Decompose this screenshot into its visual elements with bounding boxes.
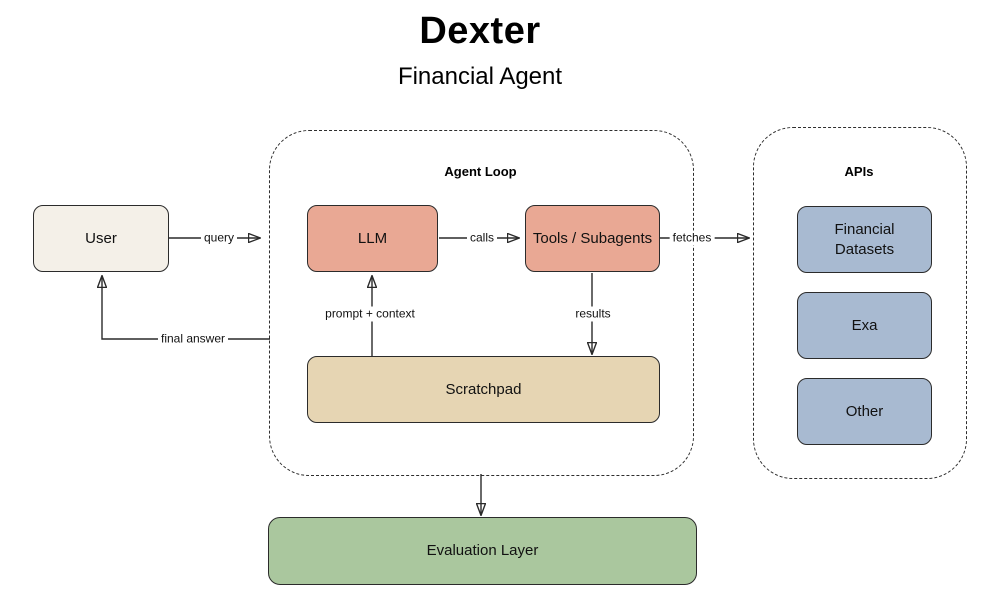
final-answer-arrow (102, 276, 270, 340)
edge-label-query: query (200, 230, 238, 246)
node-scratchpad-label: Scratchpad (445, 380, 522, 398)
apis-label: APIs (844, 164, 874, 179)
agent-loop-container (269, 130, 694, 476)
node-financial-datasets-label: Financial Datasets (834, 221, 895, 258)
edge-label-results: results (572, 306, 614, 322)
node-scratchpad: Scratchpad (307, 356, 660, 423)
apis-container (753, 127, 967, 479)
node-other-label: Other (845, 402, 884, 420)
node-other: Other (797, 378, 932, 445)
agent-loop-label: Agent Loop (444, 164, 517, 179)
node-tools-subagents-label: Tools / Subagents (532, 229, 653, 247)
edge-label-prompt-context: prompt + context (322, 306, 418, 322)
diagram-subtitle: Financial Agent (397, 63, 563, 90)
node-user-label: User (85, 229, 117, 247)
node-evaluation-layer-label: Evaluation Layer (426, 542, 539, 560)
node-financial-datasets: Financial Datasets (797, 206, 932, 273)
edge-label-fetches: fetches (669, 230, 715, 246)
edge-label-final-answer: final answer (157, 331, 229, 347)
node-evaluation-layer: Evaluation Layer (268, 517, 697, 585)
edge-label-calls: calls (466, 230, 498, 246)
node-exa-label: Exa (851, 316, 878, 334)
node-tools-subagents: Tools / Subagents (525, 205, 660, 272)
node-exa: Exa (797, 292, 932, 359)
title-block: Dexter Financial Agent (0, 10, 960, 91)
node-llm: LLM (307, 205, 438, 272)
node-user: User (33, 205, 169, 272)
diagram-title: Dexter (419, 10, 541, 52)
node-llm-label: LLM (357, 229, 388, 247)
